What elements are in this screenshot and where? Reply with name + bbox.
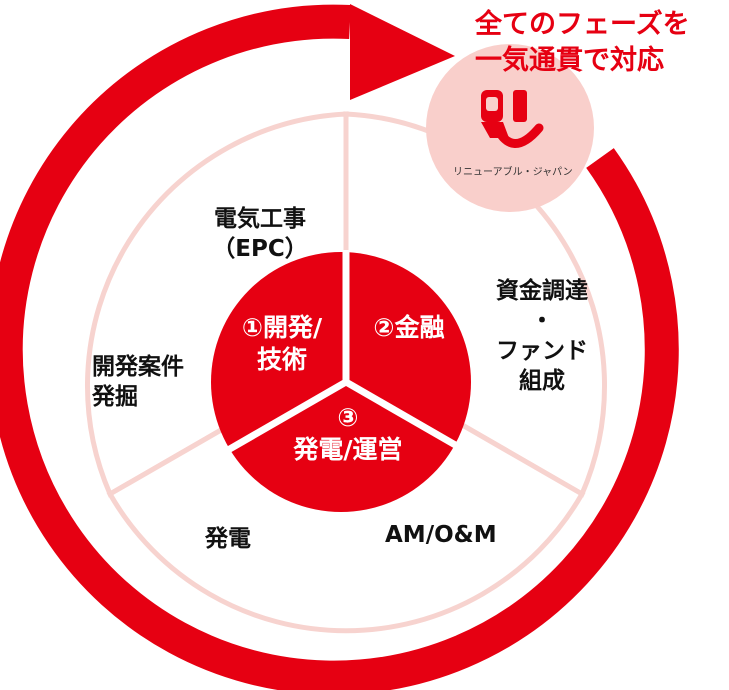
label-funding-line3: ファンド (496, 338, 588, 364)
label-funding: 資金調達 ・ ファンド 組成 (472, 276, 612, 396)
renewable-japan-logo-icon (481, 90, 544, 148)
label-funding-line2: ・ (530, 308, 554, 334)
label-funding-line4: 組成 (519, 368, 565, 394)
logo-circle (426, 44, 594, 212)
center-operation-line2: 発電/運営 (293, 435, 403, 464)
cycle-arrow-ring (0, 4, 679, 690)
center-finance: ②金融 (373, 313, 445, 342)
label-power-generation: 発電 (205, 526, 251, 552)
logo-brand-text: リニューアブル・ジャパン (453, 167, 573, 178)
sector-top-left (85, 111, 349, 498)
label-project-development-line1: 開発案件 (92, 354, 184, 380)
tagline-line1: 全てのフェーズを (475, 9, 690, 40)
label-project-development-line2: 発掘 (92, 384, 138, 410)
center-divider-left (226, 378, 348, 454)
center-development-line1: ①開発/ (241, 313, 323, 342)
label-epc: 電気工事 （EPC） (190, 204, 330, 264)
center-development: ①開発/ 技術 (222, 312, 342, 376)
label-epc-line1: 電気工事 (214, 206, 306, 232)
label-am-om: AM/O&M (385, 522, 497, 548)
label-funding-line1: 資金調達 (496, 278, 588, 304)
label-project-development: 開発案件 発掘 (92, 352, 184, 412)
center-divider-right (344, 378, 466, 454)
label-epc-line2: （EPC） (212, 236, 308, 262)
center-operation: ③ 発電/運営 (268, 402, 428, 466)
center-operation-line1: ③ (337, 403, 359, 432)
tagline-line2: 一気通貫で対応 (475, 45, 664, 76)
center-development-line2: 技術 (256, 345, 307, 374)
cycle-arrow-head (350, 4, 455, 100)
